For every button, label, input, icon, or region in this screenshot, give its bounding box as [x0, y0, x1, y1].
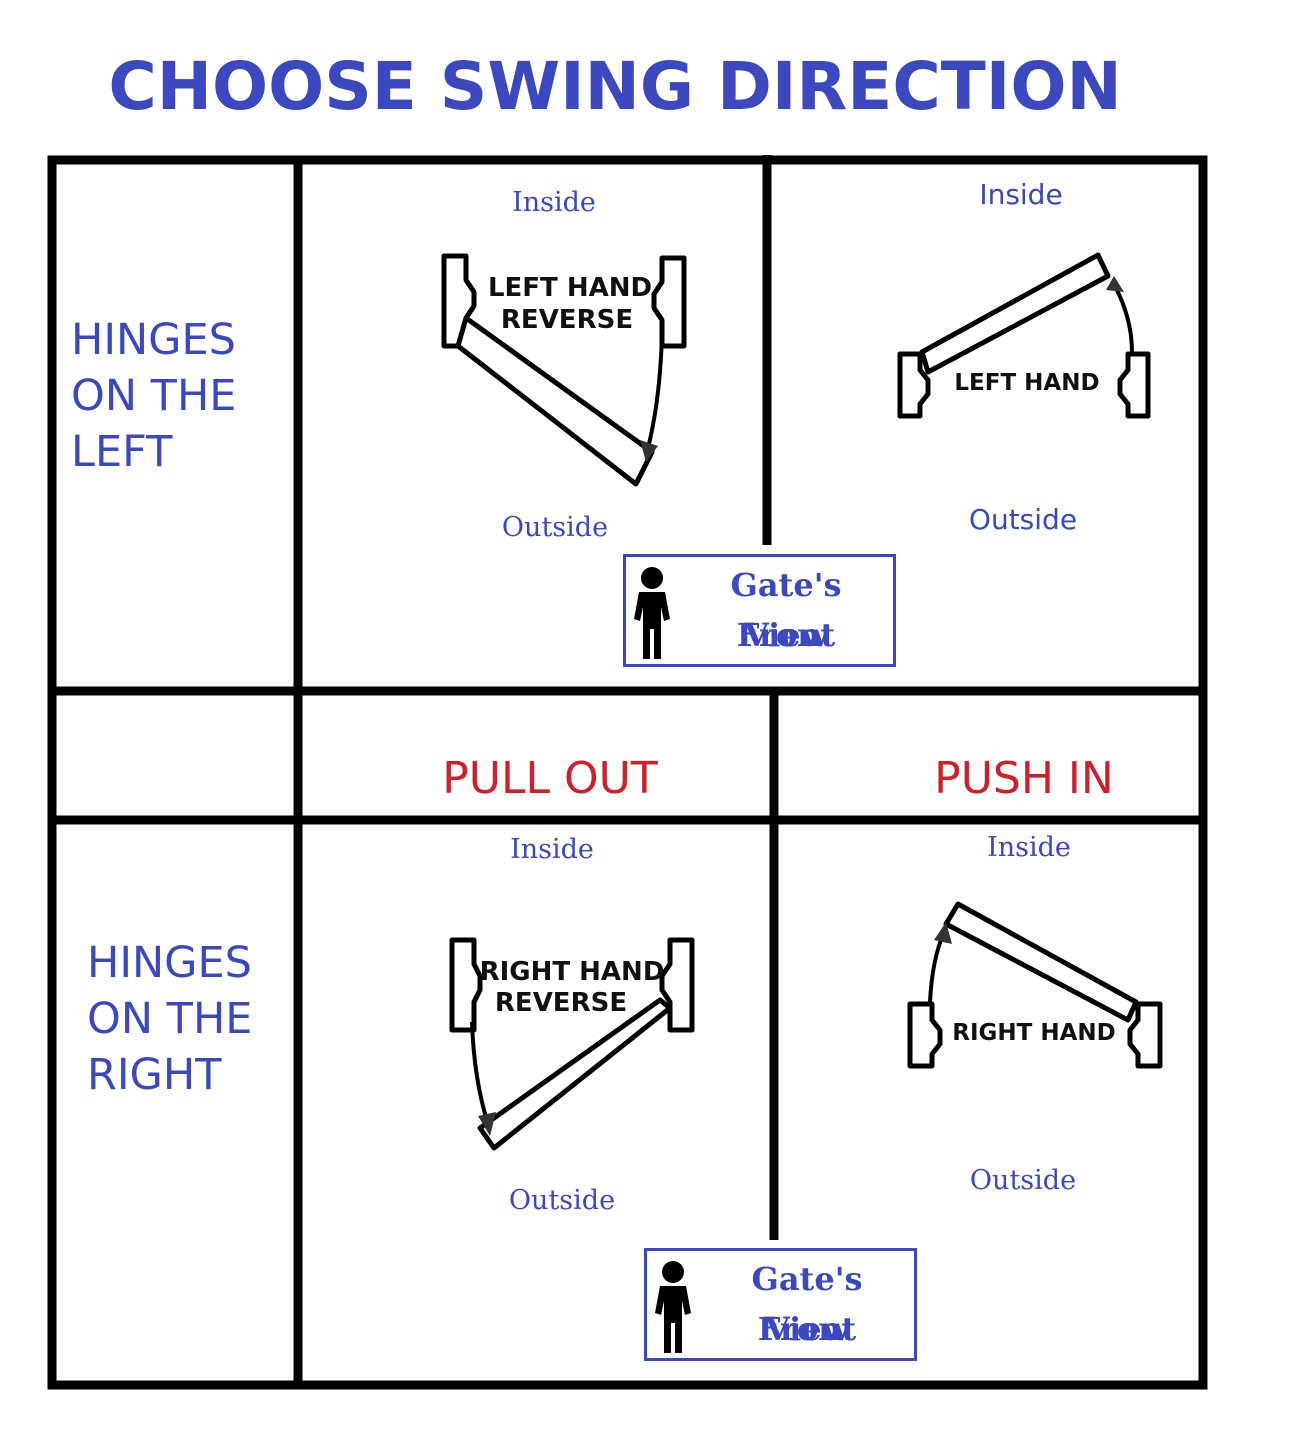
gate-type-label: RIGHT HAND — [480, 957, 665, 987]
gate-front-view-box: Gate's Front View — [644, 1248, 917, 1361]
column-header-push-in: PUSH IN — [934, 753, 1114, 804]
outer-border — [47, 155, 1208, 1390]
inside-label: Inside — [987, 832, 1071, 863]
row-label-hinges-left: HINGES ON THE LEFT — [71, 315, 237, 477]
swing-arc — [928, 931, 946, 1003]
outside-label: Outside — [969, 1165, 1077, 1196]
column-header-pull-out: PULL OUT — [442, 753, 658, 804]
page-title: CHOOSE SWING DIRECTION — [108, 48, 1122, 125]
gate-front-view-label-2: View — [764, 1310, 850, 1348]
gate-type-label-2: REVERSE — [501, 305, 633, 335]
inside-label: Inside — [510, 834, 594, 865]
swing-arc — [646, 334, 664, 449]
latch-post — [449, 937, 483, 1033]
swing-arrow-icon — [640, 440, 658, 462]
latch-post — [651, 255, 687, 349]
person-icon — [655, 1261, 691, 1353]
gate-type-label: LEFT HAND — [488, 273, 652, 303]
gate-front-view-label: Gate's Front — [751, 1260, 863, 1348]
row-label-hinges-right: HINGES ON THE RIGHT — [87, 938, 253, 1100]
latch-post — [1117, 351, 1151, 419]
person-icon — [634, 567, 670, 659]
gate-type-label-2: REVERSE — [495, 988, 627, 1018]
gate-type-label: RIGHT HAND — [952, 1020, 1115, 1046]
gate-front-view-box: Gate's Front View — [623, 554, 896, 667]
swing-arrow-icon — [934, 922, 952, 944]
gate-panel — [919, 252, 1111, 375]
outside-label: Outside — [968, 503, 1078, 536]
swing-arrow-icon — [1106, 276, 1124, 292]
gate-panel — [477, 997, 673, 1151]
gate-type-label: LEFT HAND — [954, 370, 1099, 396]
hinge-post — [897, 351, 931, 419]
hinge-post — [1127, 1001, 1163, 1069]
hinge-post — [441, 253, 477, 349]
hinge-post — [659, 937, 695, 1033]
gate-panel — [943, 901, 1139, 1023]
outside-label: Outside — [508, 1185, 616, 1216]
gate-front-view-label-2: View — [743, 616, 829, 654]
swing-arc — [1114, 287, 1134, 353]
latch-post — [907, 1001, 943, 1069]
outside-label: Outside — [501, 512, 609, 543]
gate-front-view-label: Gate's Front — [730, 566, 842, 654]
gate-panel — [455, 315, 655, 487]
inside-label: Inside — [512, 187, 596, 218]
inside-label: Inside — [979, 178, 1063, 211]
swing-arrow-icon — [478, 1112, 496, 1136]
